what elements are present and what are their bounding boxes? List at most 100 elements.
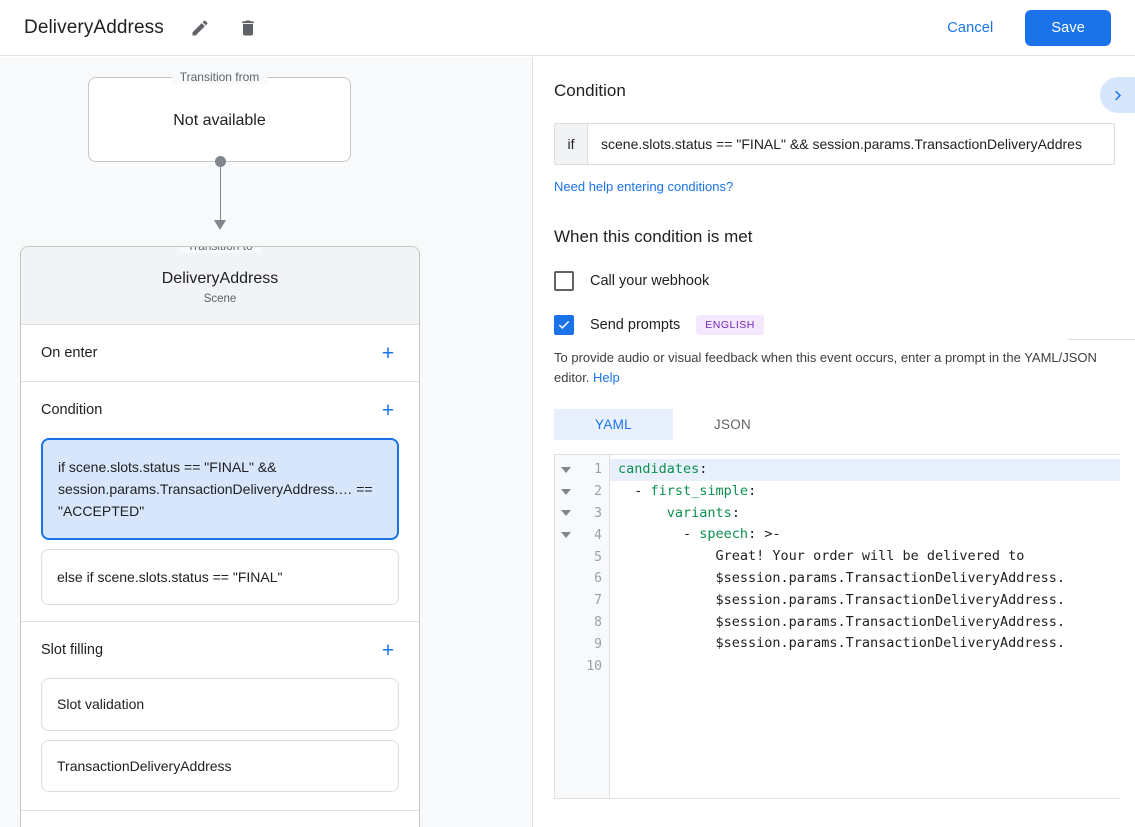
tab-yaml[interactable]: YAML bbox=[554, 409, 673, 440]
send-prompts-checkbox[interactable] bbox=[554, 315, 574, 335]
section-header[interactable]: Slot filling + bbox=[21, 622, 419, 678]
send-prompts-checkbox-row[interactable]: Send prompts ENGLISH bbox=[554, 315, 1115, 335]
fold-triangle-icon[interactable] bbox=[561, 510, 571, 517]
when-condition-met-section: When this condition is met Call your web… bbox=[534, 196, 1135, 799]
code-line[interactable]: $session.params.TransactionDeliveryAddre… bbox=[610, 633, 1120, 655]
line-number-text: 4 bbox=[594, 527, 602, 543]
when-met-heading: When this condition is met bbox=[554, 227, 753, 246]
section-header[interactable]: Custom intent handling+ bbox=[21, 811, 419, 827]
connector-line bbox=[219, 161, 221, 225]
add-icon[interactable]: + bbox=[381, 638, 395, 662]
code-line[interactable]: - speech: >- bbox=[610, 524, 1120, 546]
header-actions: Cancel Save bbox=[933, 9, 1111, 46]
code-token: - bbox=[618, 482, 651, 499]
code-token: : >- bbox=[748, 526, 781, 543]
condition-if-prefix: if bbox=[555, 124, 588, 164]
code-line[interactable]: $session.params.TransactionDeliveryAddre… bbox=[610, 612, 1120, 634]
condition-heading: Condition bbox=[554, 81, 626, 100]
line-number: 5 bbox=[555, 546, 609, 568]
line-number-text: 1 bbox=[594, 462, 602, 478]
chevron-right-icon[interactable] bbox=[1100, 77, 1135, 113]
transition-from-value: Not available bbox=[173, 112, 266, 129]
save-button[interactable]: Save bbox=[1025, 9, 1111, 46]
cancel-button[interactable]: Cancel bbox=[933, 12, 1007, 44]
webhook-checkbox-row[interactable]: Call your webhook bbox=[554, 271, 1115, 291]
line-number: 4 bbox=[555, 524, 609, 546]
condition-expression-input[interactable] bbox=[588, 124, 1114, 164]
code-token: speech bbox=[699, 526, 749, 543]
line-number-text: 7 bbox=[594, 593, 602, 609]
call-webhook-checkbox[interactable] bbox=[554, 271, 574, 291]
list-item[interactable]: TransactionDeliveryAddress bbox=[41, 739, 399, 792]
transition-to-legend: Transition to bbox=[179, 246, 261, 253]
list-item[interactable]: else if scene.slots.status == "FINAL" bbox=[41, 549, 399, 606]
add-icon[interactable]: + bbox=[381, 341, 395, 365]
code-line[interactable]: $session.params.TransactionDeliveryAddre… bbox=[610, 568, 1120, 590]
fold-triangle-icon[interactable] bbox=[561, 466, 571, 473]
list-item-selected[interactable]: if scene.slots.status == "FINAL" && sess… bbox=[41, 438, 399, 541]
prompt-note-help-link[interactable]: Help bbox=[593, 369, 620, 385]
fold-triangle-icon[interactable] bbox=[561, 488, 571, 495]
fold-triangle-icon[interactable] bbox=[561, 532, 571, 539]
transition-from-card[interactable]: Transition from Not available bbox=[88, 70, 351, 162]
details-panel: Condition if Need help entering conditio… bbox=[534, 57, 1135, 827]
code-token: : bbox=[731, 504, 740, 521]
scene-section-condition: Condition + if scene.slots.status == "FINA… bbox=[21, 382, 419, 623]
editor-code-area[interactable]: candidates: - first_simple: variants: - … bbox=[610, 455, 1120, 798]
scene-name: DeliveryAddress bbox=[161, 270, 279, 287]
transition-graph-panel: Transition from Not available Transition… bbox=[0, 57, 533, 827]
scene-section-custom-intent-handling: Custom intent handling+ bbox=[21, 811, 419, 827]
line-number-text: 2 bbox=[594, 484, 602, 500]
line-number: 7 bbox=[555, 590, 609, 612]
send-prompts-label: Send prompts bbox=[590, 317, 681, 333]
transition-to-card: Transition to DeliveryAddress Scene On e… bbox=[20, 246, 420, 827]
trash-icon[interactable] bbox=[236, 16, 260, 40]
list-item[interactable]: Slot validation bbox=[41, 678, 399, 731]
line-number: 9 bbox=[555, 633, 609, 655]
tab-json[interactable]: JSON bbox=[713, 417, 752, 432]
line-number-text: 9 bbox=[594, 636, 602, 652]
scene-sections: On enter+ Condition + if scene.slots.status… bbox=[21, 325, 419, 827]
line-number-text: 8 bbox=[594, 614, 602, 630]
code-line[interactable]: variants: bbox=[610, 503, 1120, 525]
code-token: $session.params.TransactionDeliveryAddre… bbox=[618, 569, 1066, 586]
code-line[interactable]: $session.params.TransactionDeliveryAddre… bbox=[610, 590, 1120, 612]
condition-help-link[interactable]: Need help entering conditions? bbox=[554, 179, 734, 194]
section-divider bbox=[1068, 339, 1135, 340]
line-number: 1 bbox=[555, 459, 609, 481]
add-icon[interactable]: + bbox=[381, 398, 395, 422]
code-line[interactable]: candidates: bbox=[610, 459, 1120, 481]
page-title: DeliveryAddress bbox=[24, 16, 164, 38]
code-token: candidates bbox=[618, 461, 700, 477]
code-token: - bbox=[618, 526, 700, 543]
scene-subtitle: Scene bbox=[203, 293, 237, 305]
pencil-icon[interactable] bbox=[188, 16, 212, 40]
code-token: $session.params.TransactionDeliveryAddre… bbox=[618, 591, 1066, 608]
code-token: $session.params.TransactionDeliveryAddre… bbox=[618, 613, 1066, 630]
call-webhook-label: Call your webhook bbox=[590, 273, 710, 289]
code-token bbox=[618, 505, 667, 521]
line-number-text: 6 bbox=[594, 571, 602, 587]
scene-header[interactable]: DeliveryAddress Scene bbox=[21, 247, 419, 325]
line-number: 6 bbox=[555, 568, 609, 590]
code-token: variants bbox=[666, 504, 732, 521]
connector-arrow-icon bbox=[214, 220, 226, 230]
section-title: Slot filling bbox=[41, 642, 104, 659]
line-number-text: 10 bbox=[586, 658, 602, 674]
code-token: $session.params.TransactionDeliveryAddre… bbox=[618, 635, 1066, 652]
line-number: 8 bbox=[555, 612, 609, 634]
code-line[interactable] bbox=[610, 655, 1120, 677]
section-header[interactable]: On enter+ bbox=[21, 325, 419, 381]
code-line[interactable]: Great! Your order will be delivered to bbox=[610, 546, 1120, 568]
code-line[interactable]: - first_simple: bbox=[610, 481, 1120, 503]
prompt-note: To provide audio or visual feedback when… bbox=[554, 348, 1114, 387]
section-body: if scene.slots.status == "FINAL" && sess… bbox=[21, 438, 419, 621]
language-badge: ENGLISH bbox=[696, 315, 764, 335]
code-token: : bbox=[748, 482, 757, 499]
app-header: DeliveryAddress Cancel Save bbox=[0, 0, 1135, 56]
condition-section: Condition if Need help entering conditio… bbox=[534, 57, 1135, 196]
section-header[interactable]: Condition + bbox=[21, 382, 419, 438]
section-title: Condition bbox=[41, 402, 103, 418]
